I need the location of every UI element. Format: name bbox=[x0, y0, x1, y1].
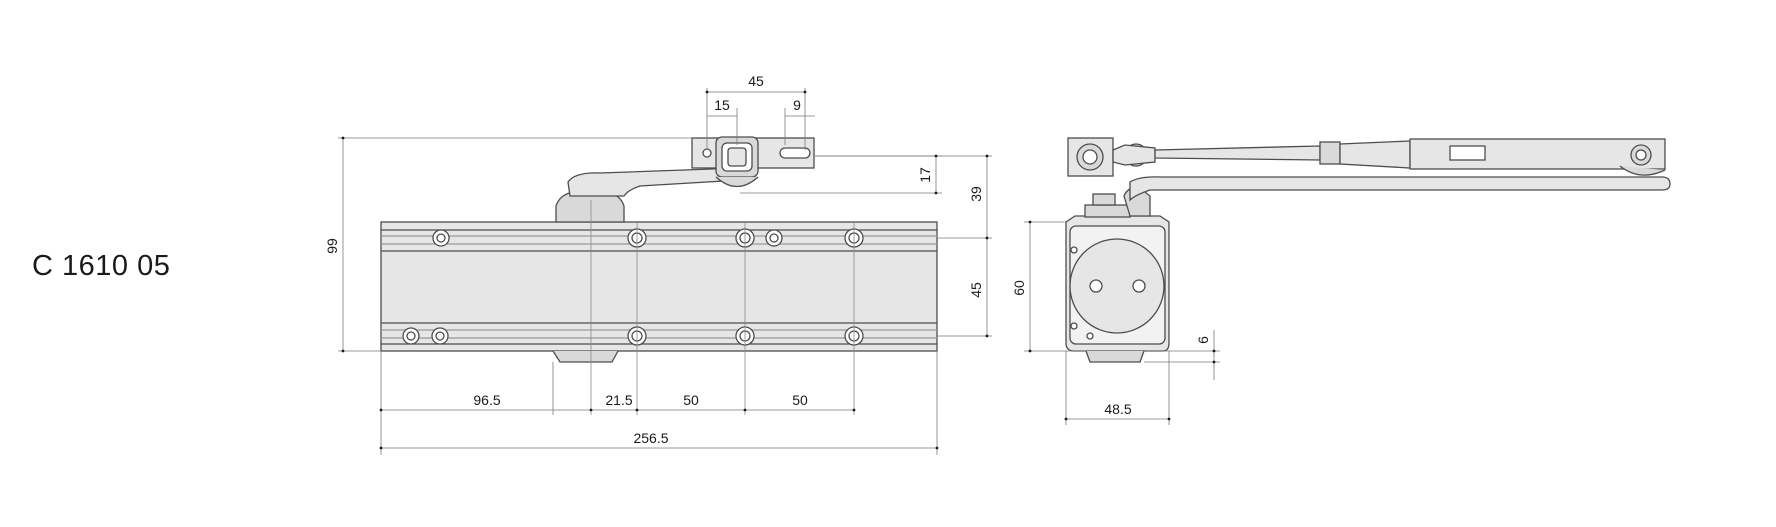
closer-arm bbox=[567, 167, 741, 197]
reference-lines bbox=[590, 200, 855, 415]
body-foot bbox=[552, 350, 619, 363]
dimension-ticks bbox=[341, 90, 989, 450]
side-rod bbox=[1154, 145, 1321, 161]
side-dimension-lines bbox=[1024, 221, 1220, 425]
side-lower-arm bbox=[1129, 176, 1671, 202]
side-upper-arm bbox=[1409, 138, 1666, 170]
dim-overall-length: 256.5 bbox=[633, 430, 668, 446]
side-disc bbox=[1069, 238, 1165, 334]
front-dimension-lines bbox=[338, 88, 992, 455]
dim-arm-width: 45 bbox=[748, 73, 764, 89]
dim-side-depth: 48.5 bbox=[1104, 401, 1131, 417]
dim-base-left: 96.5 bbox=[473, 392, 500, 408]
dim-body-height: 45 bbox=[968, 282, 984, 298]
dim-overall-height: 99 bbox=[324, 238, 340, 254]
dim-base-offset: 21.5 bbox=[605, 392, 632, 408]
dim-arm-total-height: 39 bbox=[968, 186, 984, 202]
dim-hole-spacing-1: 50 bbox=[683, 392, 699, 408]
front-view bbox=[380, 136, 938, 363]
dim-arm-hole-right: 9 bbox=[793, 97, 801, 113]
dim-side-offset: 6 bbox=[1195, 336, 1211, 344]
side-dimension-ticks bbox=[1028, 220, 1216, 421]
model-code-label: C 1610 05 bbox=[32, 250, 171, 282]
dim-arm-hole-left: 15 bbox=[714, 97, 730, 113]
side-view bbox=[1065, 137, 1671, 363]
dim-side-height: 60 bbox=[1011, 280, 1027, 296]
dim-arm-height: 17 bbox=[917, 167, 933, 183]
dim-hole-spacing-2: 50 bbox=[792, 392, 808, 408]
